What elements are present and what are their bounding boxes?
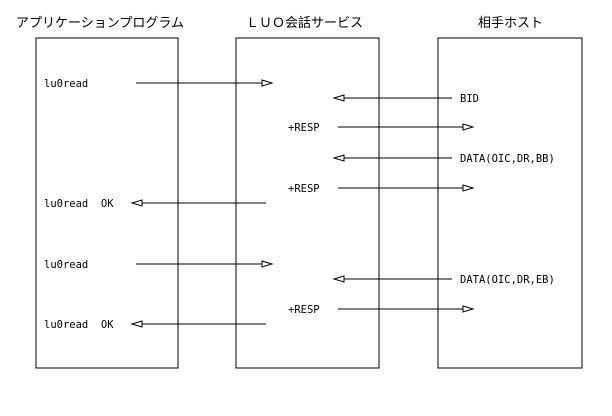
message-m8: DATA(OIC,DR,EB) bbox=[332, 274, 555, 286]
arrow-left-icon bbox=[130, 320, 143, 328]
arrow-right-icon bbox=[462, 184, 475, 192]
arrow-right-icon bbox=[462, 305, 475, 313]
message-label: lu0read OK bbox=[44, 198, 114, 210]
arrow-left-icon bbox=[130, 199, 143, 207]
message-label: +RESP bbox=[288, 304, 320, 316]
luo-column-title: ＬＵＯ会話サービス bbox=[246, 15, 363, 31]
arrow-right-icon bbox=[261, 79, 274, 87]
host-column-title: 相手ホスト bbox=[478, 16, 543, 31]
message-m3: +RESP bbox=[288, 122, 475, 134]
message-m9: +RESP bbox=[288, 304, 475, 316]
arrow-right-icon bbox=[261, 260, 274, 268]
host-column-box bbox=[437, 37, 583, 369]
message-label: BID bbox=[460, 93, 479, 105]
message-label: lu0read bbox=[44, 259, 88, 271]
arrow-left-icon bbox=[332, 94, 345, 102]
message-label: DATA(OIC,DR,BB) bbox=[460, 153, 555, 165]
message-m5: +RESP bbox=[288, 183, 475, 195]
arrow-left-icon bbox=[332, 275, 345, 283]
message-label: +RESP bbox=[288, 122, 320, 134]
message-label: DATA(OIC,DR,EB) bbox=[460, 274, 555, 286]
message-label: lu0read OK bbox=[44, 319, 114, 331]
message-m2: BID bbox=[332, 93, 479, 105]
arrow-left-icon bbox=[332, 154, 345, 162]
message-label: +RESP bbox=[288, 183, 320, 195]
message-m10: lu0read OK bbox=[44, 319, 266, 331]
message-m6: lu0read OK bbox=[44, 198, 266, 210]
message-m1: lu0read bbox=[44, 78, 274, 90]
message-m7: lu0read bbox=[44, 259, 274, 271]
message-label: lu0read bbox=[44, 78, 88, 90]
arrow-right-icon bbox=[462, 123, 475, 131]
message-m4: DATA(OIC,DR,BB) bbox=[332, 153, 555, 165]
app-column-title: アプリケーションプログラム bbox=[16, 16, 184, 31]
